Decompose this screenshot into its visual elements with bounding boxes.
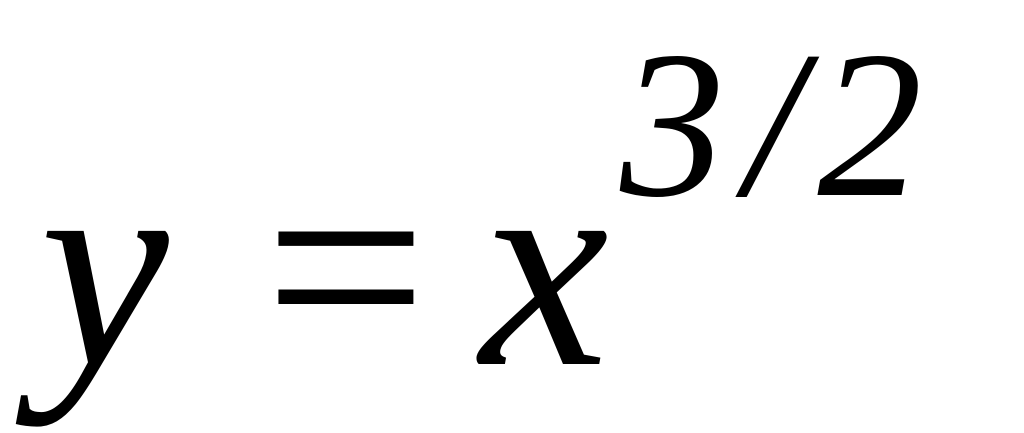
equation-base-variable: x [480,106,609,427]
equals-sign: = [264,106,428,427]
equation-lhs-variable: y [40,106,169,427]
exponent-slash: / [745,9,804,241]
equation-exponent: 3/2 [620,20,922,230]
exponent-denominator: 2 [817,9,923,241]
exponent-numerator: 3 [620,9,725,241]
